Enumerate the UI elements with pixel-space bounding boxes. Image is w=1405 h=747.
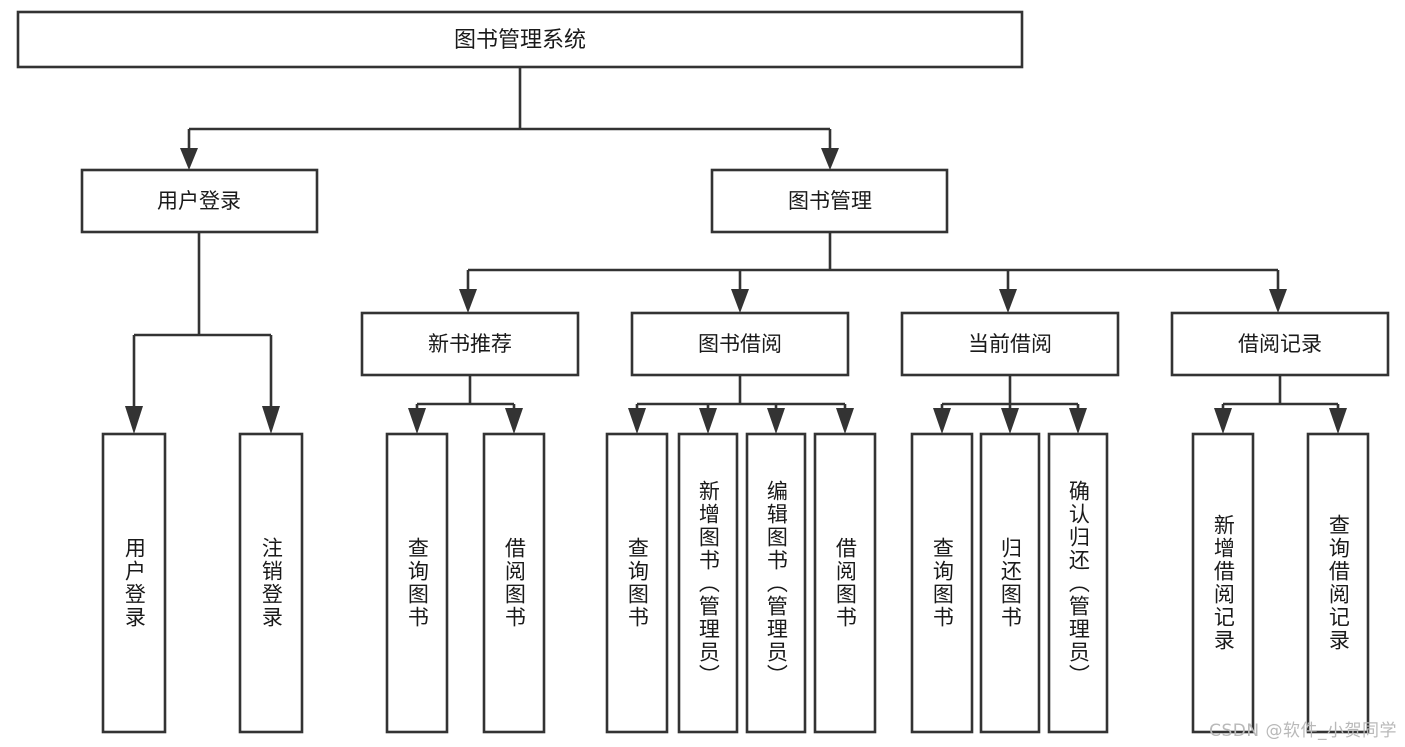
node-leaf-return-book[interactable] <box>979 432 1041 734</box>
connector-layer <box>125 67 1347 434</box>
arrow-head-leaf-confirm-return <box>1069 408 1087 434</box>
arrow-head-borrow-record <box>1269 289 1287 313</box>
arrow-head-new-book-recommend <box>459 289 477 313</box>
arrow-head-leaf-return-book <box>1001 408 1019 434</box>
node-leaf-user-login[interactable] <box>101 432 167 734</box>
node-user-login-label: 用户登录 <box>157 189 241 213</box>
node-leaf-query-book-1[interactable] <box>385 432 449 734</box>
node-leaf-edit-book[interactable] <box>745 432 807 734</box>
node-user-login[interactable] <box>80 168 319 234</box>
node-book-borrow[interactable] <box>630 311 850 377</box>
node-leaf-query-record[interactable] <box>1306 432 1370 734</box>
csdn-watermark: CSDN @软件_小贺同学 <box>1209 721 1397 741</box>
arrow-head-current-borrow <box>999 289 1017 313</box>
arrow-head-leaf-query-record <box>1329 408 1347 434</box>
node-leaf-confirm-return[interactable] <box>1047 432 1109 734</box>
arrow-head-leaf-borrow-book-1 <box>505 408 523 434</box>
node-leaf-query-book-3[interactable] <box>910 432 974 734</box>
arrow-head-leaf-add-book <box>699 408 717 434</box>
node-leaf-add-record[interactable] <box>1191 432 1255 734</box>
arrow-head-book-borrow <box>731 289 749 313</box>
node-root[interactable] <box>16 10 1024 69</box>
node-leaf-borrow-book-2[interactable] <box>813 432 877 734</box>
node-book-manage[interactable] <box>710 168 949 234</box>
arrow-head-leaf-user-login <box>125 406 143 434</box>
arrow-head-leaf-query-book-1 <box>408 408 426 434</box>
arrow-head-book-manage <box>821 148 839 170</box>
arrow-head-leaf-borrow-book-2 <box>836 408 854 434</box>
node-new-book-recommend[interactable] <box>360 311 580 377</box>
node-leaf-query-book-2[interactable] <box>605 432 669 734</box>
node-leaf-user-logout[interactable] <box>238 432 304 734</box>
node-book-manage-label: 图书管理 <box>788 189 872 213</box>
node-current-borrow[interactable] <box>900 311 1120 377</box>
node-borrow-record[interactable] <box>1170 311 1390 377</box>
arrow-head-leaf-query-book-2 <box>628 408 646 434</box>
arrow-head-user-login <box>180 148 198 170</box>
node-leaf-add-book[interactable] <box>677 432 739 734</box>
node-current-borrow-label: 当前借阅 <box>968 332 1052 356</box>
arrow-head-leaf-user-logout <box>262 406 280 434</box>
node-borrow-record-label: 借阅记录 <box>1238 332 1322 356</box>
node-book-borrow-label: 图书借阅 <box>698 332 782 356</box>
arrow-head-leaf-add-record <box>1214 408 1232 434</box>
arrow-head-leaf-query-book-3 <box>933 408 951 434</box>
node-layer: 图书管理系统 用户登录 图书管理 新书推荐 图书借阅 当前借阅 借阅记录 <box>16 10 1390 734</box>
node-root-label: 图书管理系统 <box>454 28 586 53</box>
node-new-book-recommend-label: 新书推荐 <box>428 332 512 356</box>
arrow-head-leaf-edit-book <box>767 408 785 434</box>
node-leaf-borrow-book-1[interactable] <box>482 432 546 734</box>
